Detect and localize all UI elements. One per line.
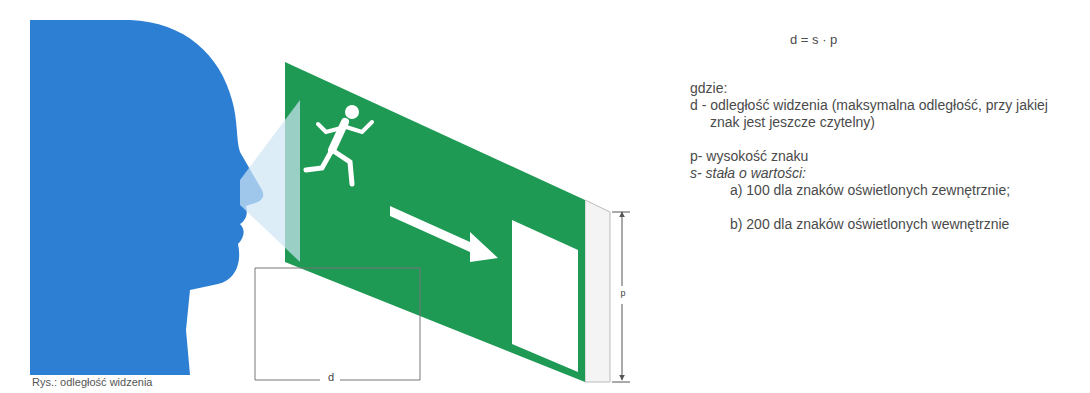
sign-edge [585,200,610,382]
tick [612,212,630,213]
head-silhouette [30,20,263,375]
height-dimension [622,304,623,380]
height-dimension [622,212,623,286]
dimension-label: d [324,371,338,384]
door-symbol [512,220,578,372]
dimension-label: p [617,288,629,299]
list-item: b) 200 dla znaków oświetlonych wewnętrzn… [730,216,1070,233]
definition: d - odległość widzenia (maksymalna odleg… [690,97,1050,131]
definition: s- stała o wartości: [690,165,1050,182]
definition: p- wysokość znaku [690,148,1050,165]
list-item: a) 100 dla znaków oświetlonych zewnętrzn… [730,182,1070,199]
figure-caption: Rys.: odległość widzenia [32,376,292,389]
note-heading: gdzie: [690,80,890,97]
exit-sign [285,62,585,382]
direction-arrow [390,206,498,262]
view-cone [240,100,300,262]
running-man [306,105,372,184]
distance-dimension [255,268,420,380]
formula: d = s · p [790,32,990,48]
tick [612,382,630,383]
